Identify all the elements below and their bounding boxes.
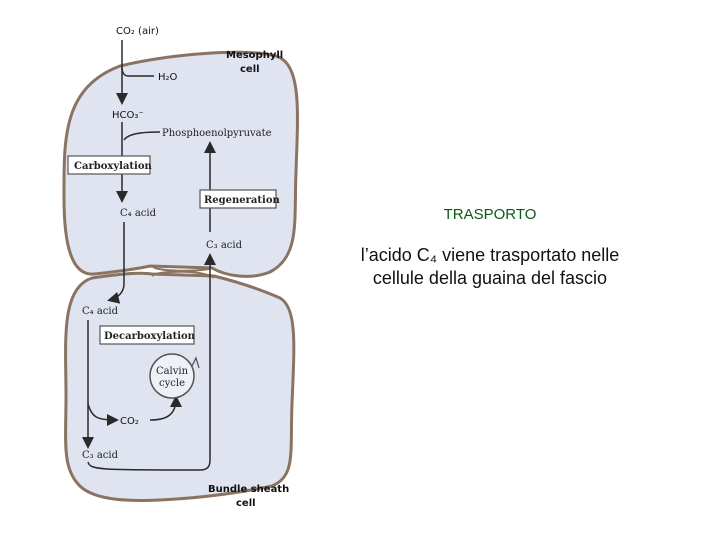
calvin-label-line1: Calvin [156, 366, 189, 377]
co2-inner-label: CO₂ [120, 416, 139, 427]
regeneration-box [199, 189, 277, 209]
hco3-label: HCO₃⁻ [112, 110, 144, 121]
co2-air-label: CO₂ (air) [116, 26, 159, 37]
pep-label: Phosphoenolpyruvate [162, 128, 272, 139]
c4-acid-top-label: C₄ acid [120, 208, 157, 219]
calvin-label-line2: cycle [159, 378, 185, 389]
slide-title: TRASPORTO [443, 206, 537, 223]
calvin-cycle-arrowhead [191, 356, 200, 369]
calvin-cycle-circle [149, 353, 195, 399]
co2-release-arrow [87, 403, 119, 426]
decarboxylation-box [99, 325, 195, 345]
regeneration-label: Regeneration [204, 195, 280, 206]
slide-description: l’acido C₄ viene trasportato nelle cellu… [360, 245, 620, 288]
bundle-sheath-label-line1: Bundle sheath [208, 484, 289, 495]
c4-acid-bottom-label: C₄ acid [82, 306, 119, 317]
c3-acid-top-label: C₃ acid [206, 240, 243, 251]
h2o-label: H₂O [158, 72, 178, 83]
mesophyll-label-line1: Mesophyll [226, 50, 283, 61]
c3-return-arrow [87, 253, 216, 471]
c4-transport-arrow [107, 222, 125, 304]
mesophyll-label-line2: cell [240, 64, 260, 75]
h2o-arrow [121, 67, 154, 77]
bundle-sheath-label-line2: cell [236, 498, 256, 509]
mesophyll-cell [62, 50, 299, 278]
co2-to-calvin-arrow [149, 395, 182, 421]
carboxylation-box [67, 155, 151, 175]
carboxylation-label: Carboxylation [74, 161, 153, 172]
c3-acid-bottom-label: C₃ acid [82, 450, 119, 461]
decarboxylation-label: Decarboxylation [104, 331, 196, 342]
pep-join-arrow [123, 131, 161, 141]
